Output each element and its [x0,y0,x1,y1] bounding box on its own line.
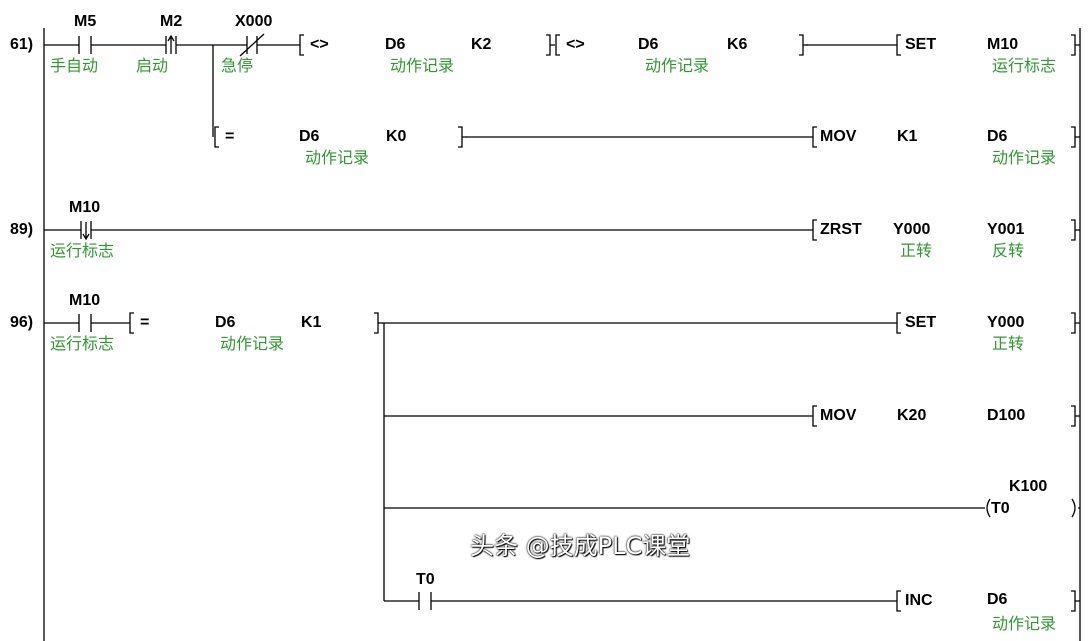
operand[interactable]: D6 [299,128,320,145]
right-bracket [1071,126,1080,148]
operand[interactable]: K2 [471,36,492,53]
right-bracket [1071,405,1080,427]
operand-comment: 动作记录 [220,334,285,353]
left-bracket [299,34,304,56]
instruction-brackets [129,34,1080,612]
right-bracket [1071,312,1080,334]
contact-m2-rising[interactable] [165,34,177,54]
step-number: 96) [10,314,34,331]
left-bracket [812,126,817,148]
contact-comment: 运行标志 [50,241,115,260]
right-bracket [1071,219,1080,241]
operand[interactable]: D6 [385,36,406,53]
operand[interactable]: K1 [301,314,322,331]
instruction[interactable]: MOV [820,407,857,424]
operand-comment: 正转 [900,241,933,260]
left-bracket [896,312,901,334]
compare-operator: <> [310,36,329,53]
contact-label[interactable]: M5 [74,13,97,30]
compare-operator: <> [566,36,585,53]
operand-comment: 动作记录 [645,56,710,75]
left-bracket [896,34,901,56]
right-bracket [1071,34,1080,56]
operand[interactable]: D100 [987,407,1026,424]
operand[interactable]: D6 [987,128,1008,145]
contact-label[interactable]: M10 [69,292,101,309]
operand[interactable]: Y001 [987,221,1025,238]
compare-operator: = [225,128,235,145]
right-bracket [374,312,383,334]
operand[interactable]: Y000 [987,314,1025,331]
coil-t0-brackets [986,498,1080,518]
left-bracket [812,405,817,427]
operand-comment: 动作记录 [305,148,370,167]
compare-operator: = [140,314,150,331]
left-bracket [214,126,219,148]
right-bracket [1071,590,1080,612]
instruction[interactable]: SET [905,36,937,53]
operand-comment: 反转 [992,241,1025,260]
rung-wire [383,323,985,602]
operand-comment: 正转 [992,334,1025,353]
right-bracket [799,34,808,56]
rung-wire [212,45,813,138]
operand[interactable]: K20 [897,407,927,424]
timer-preset[interactable]: K100 [1009,478,1048,495]
contact-label[interactable]: X000 [235,13,273,30]
operand[interactable]: K1 [897,128,918,145]
operand[interactable]: K6 [727,36,748,53]
contact-m10[interactable] [78,314,92,332]
operand[interactable]: D6 [215,314,236,331]
contact-comment: 启动 [136,56,169,75]
step-number: 61) [10,36,34,53]
instruction[interactable]: MOV [820,128,857,145]
contact-comment: 手自动 [50,56,99,75]
left-bracket [555,34,560,56]
instruction[interactable]: ZRST [820,221,862,238]
contact-comment: 急停 [221,56,254,75]
operand-comment: 动作记录 [992,614,1057,633]
left-bracket [812,219,817,241]
operand-comment: 运行标志 [992,56,1057,75]
contact-m5[interactable] [78,36,92,54]
instruction[interactable]: SET [905,314,937,331]
operand[interactable]: K0 [386,128,407,145]
contact-label[interactable]: M10 [69,199,101,216]
operand[interactable]: M10 [987,36,1019,53]
left-bracket [896,590,901,612]
operand-comment: 动作记录 [390,56,455,75]
contact-label[interactable]: M2 [160,13,183,30]
contact-x000-nc[interactable] [239,33,265,57]
operand[interactable]: D6 [638,36,659,53]
instruction[interactable]: INC [905,592,933,609]
timer-coil[interactable]: T0 [991,500,1010,517]
contact-m10-falling[interactable] [80,221,92,241]
contact-label[interactable]: T0 [416,571,435,588]
operand[interactable]: D6 [987,591,1008,608]
right-bracket [546,34,555,56]
contact-comment: 运行标志 [50,334,115,353]
watermark: 头条 @技成PLC课堂 [470,532,691,560]
right-bracket [458,126,467,148]
step-number: 89) [10,221,34,238]
contact-t0[interactable] [418,592,432,610]
operand[interactable]: Y000 [893,221,931,238]
left-bracket [129,312,134,334]
operand-comment: 动作记录 [992,148,1057,167]
